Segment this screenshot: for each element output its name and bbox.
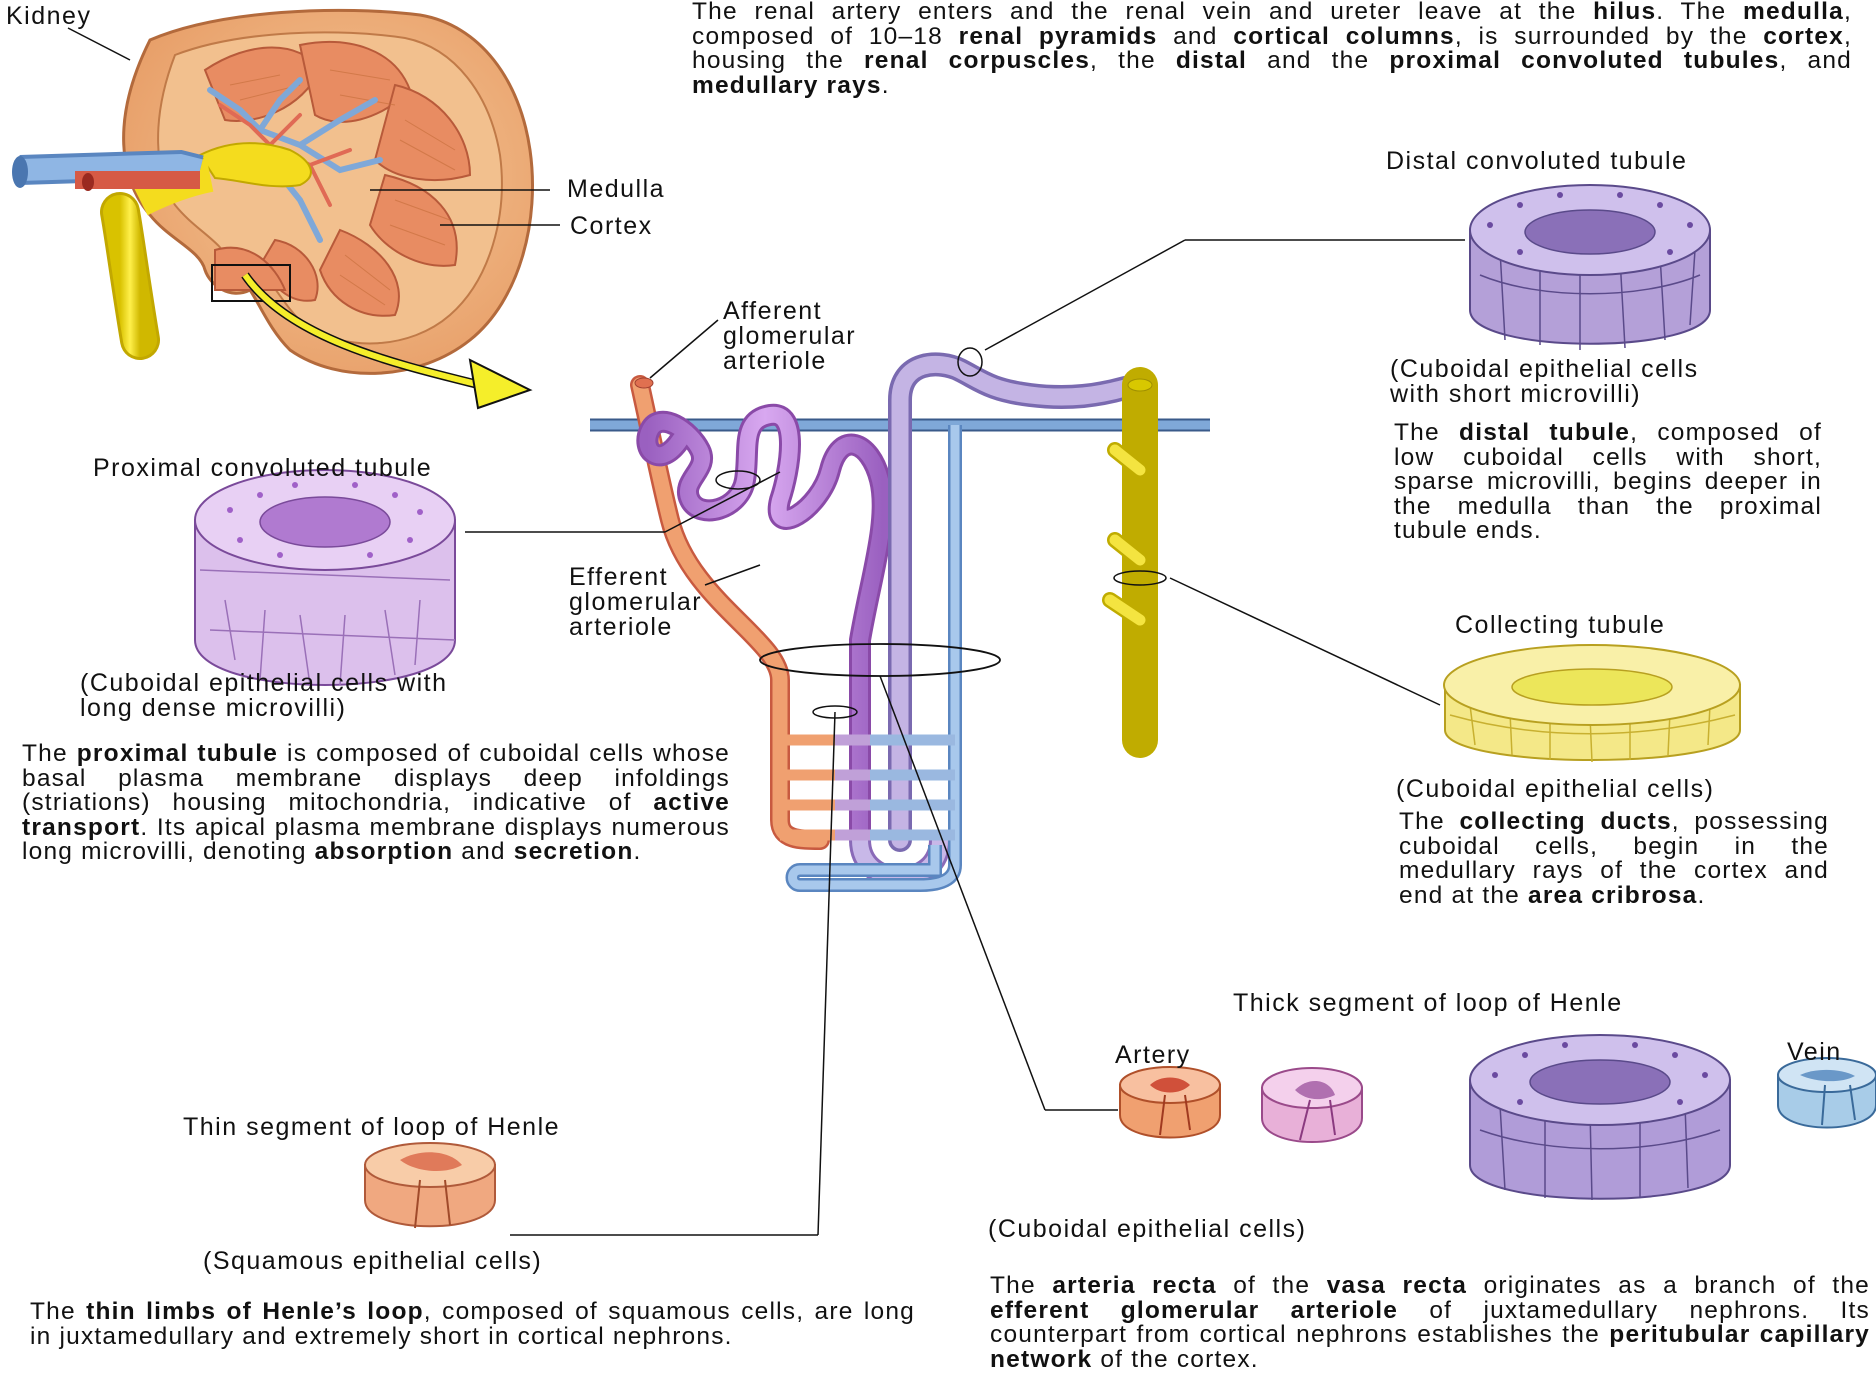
text-run: and [453, 838, 514, 865]
text-run: The [990, 1272, 1052, 1299]
distal-tubule-cross-section [985, 185, 1710, 350]
bold-term: area cribrosa [1528, 882, 1698, 909]
vein-label: Vein [1787, 1039, 1842, 1066]
thin-segment-title: Thin segment of loop of Henle [183, 1114, 560, 1141]
text-run: of the [1217, 1272, 1327, 1299]
text-run: and the [1247, 47, 1389, 74]
cortex-label: Cortex [570, 213, 653, 240]
text-run: , the [1090, 47, 1176, 74]
efferent-label-line: Efferent [569, 564, 668, 591]
thin-segment-cross-section [365, 1143, 495, 1228]
artery-cross-section [1120, 1067, 1220, 1138]
bold-term: renal pyramids [959, 23, 1158, 50]
bold-term: collecting ducts [1459, 808, 1671, 835]
efferent-label-line: arteriole [569, 614, 673, 641]
collecting-tubule-caption: (Cuboidal epithelial cells) [1396, 776, 1714, 803]
distal-tubule-paragraph: The distal tubule, composed of low cuboi… [1394, 421, 1822, 544]
text-run: . [634, 838, 642, 865]
afferent-label-line: arteriole [723, 348, 827, 375]
bold-term: medulla [1743, 0, 1844, 25]
proximal-tubule-title: Proximal convoluted tubule [93, 455, 432, 482]
distal-tubule-title: Distal convoluted tubule [1386, 148, 1687, 175]
bold-term: medullary rays [692, 72, 882, 99]
collecting-ducts-paragraph: The collecting ducts, possessing cuboida… [1399, 810, 1829, 908]
collecting-tubule-title: Collecting tubule [1455, 612, 1665, 639]
bold-term: distal [1176, 47, 1247, 74]
efferent-label-line: glomerular [569, 589, 702, 616]
medulla-label: Medulla [567, 176, 665, 203]
bold-term: vasa recta [1327, 1272, 1467, 1299]
afferent-label-line: Afferent [723, 298, 822, 325]
bold-term: distal tubule [1459, 419, 1630, 446]
bold-term: proximal tubule [77, 740, 278, 767]
arteria-recta-paragraph: The arteria recta of the vasa recta orig… [990, 1274, 1870, 1372]
bold-term: cortical columns [1233, 23, 1455, 50]
text-run: , is surrounded by the [1455, 23, 1763, 50]
text-run: . [882, 72, 890, 99]
kidney-label: Kidney [6, 3, 91, 30]
caption-line: long dense microvilli) [80, 695, 346, 722]
bold-term: thin limbs of Henle’s loop [86, 1298, 424, 1325]
bold-term: hilus [1593, 0, 1656, 25]
text-run: originates as a branch of the [1467, 1272, 1870, 1299]
artery-label: Artery [1115, 1042, 1191, 1069]
bold-term: cortex [1763, 23, 1844, 50]
proximal-tubule-paragraph: The proximal tubule is composed of cuboi… [22, 742, 730, 865]
bold-term: secretion [514, 838, 634, 865]
bold-term: renal corpuscles [864, 47, 1090, 74]
bold-term: efferent glomerular arteriole [990, 1297, 1398, 1324]
text-run: of the cortex. [1092, 1346, 1258, 1373]
text-run: The [30, 1298, 86, 1325]
caption-line: (Cuboidal epithelial cells with [80, 670, 448, 697]
collecting-tubule-cross-section [1170, 578, 1740, 762]
thick-segment-title: Thick segment of loop of Henle [1233, 990, 1623, 1017]
kidney-illustration [12, 10, 560, 408]
text-run: The [1399, 808, 1459, 835]
thick-segment-caption: (Cuboidal epithelial cells) [988, 1216, 1306, 1243]
text-run: . The [1656, 0, 1743, 25]
text-run: The [1394, 419, 1459, 446]
text-run: and [1157, 23, 1233, 50]
artery-companion-cross-section [1262, 1068, 1362, 1142]
caption-line: with short microvilli) [1390, 381, 1641, 408]
afferent-label-line: glomerular [723, 323, 856, 350]
thick-segment-cross-section [1470, 1035, 1730, 1200]
thin-limbs-paragraph: The thin limbs of Henle’s loop, composed… [30, 1300, 915, 1349]
text-run: The [22, 740, 77, 767]
bold-term: absorption [315, 838, 454, 865]
intro-paragraph: The renal artery enters and the renal ve… [692, 0, 1852, 98]
bold-term: proximal convoluted tubules [1389, 47, 1779, 74]
text-run: The renal artery enters and the renal ve… [692, 0, 1593, 25]
bold-term: arteria recta [1052, 1272, 1216, 1299]
text-run: , and [1779, 47, 1852, 74]
caption-line: (Cuboidal epithelial cells [1390, 356, 1699, 383]
vein-cross-section [1778, 1058, 1876, 1128]
thin-segment-caption: (Squamous epithelial cells) [203, 1248, 542, 1275]
text-run: . [1698, 882, 1706, 909]
